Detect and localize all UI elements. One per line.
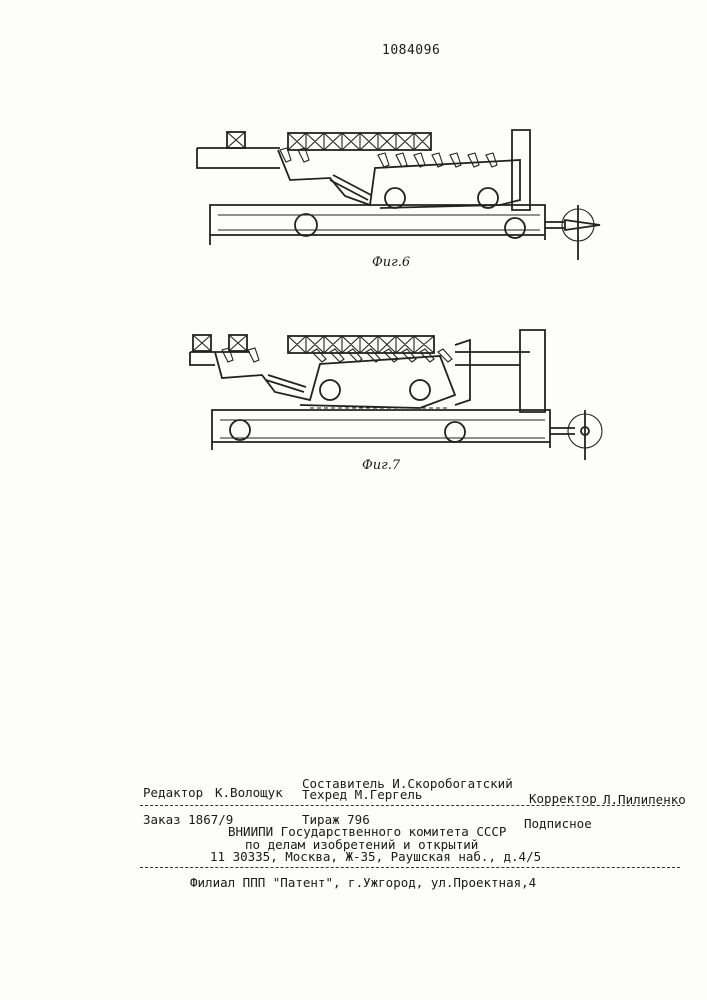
fig7-roller xyxy=(320,380,340,400)
organization-address: 11 30335, Москва, Ж-35, Раушская наб., д… xyxy=(210,851,541,864)
patent-number: 1084096 xyxy=(382,44,440,57)
figure-7-caption: Фиг.7 xyxy=(362,458,400,473)
fig7-frame xyxy=(212,410,550,450)
fig7-wheel xyxy=(230,420,250,440)
editor-name: К.Волощук xyxy=(215,787,283,800)
subscription-line: Подписное xyxy=(524,818,592,831)
figure-6-drawing xyxy=(0,120,707,260)
fig7-drive-rod xyxy=(550,428,575,434)
editor-label: Редактор xyxy=(143,787,203,800)
fig6-wheel xyxy=(295,214,317,236)
fig6-drive-tip xyxy=(565,205,600,260)
fig7-conveyor-rail xyxy=(190,352,530,365)
fig6-carriage-body xyxy=(278,150,520,208)
branch-line: Филиал ППП "Патент", г.Ужгород, ул.Проек… xyxy=(190,877,536,890)
fig6-link-arm xyxy=(330,175,371,200)
figure-6-caption: Фиг.6 xyxy=(372,255,410,270)
fig7-frame-inner xyxy=(220,420,545,438)
order-line: Заказ 1867/9 xyxy=(143,814,233,827)
figure-7-drawing xyxy=(0,320,707,460)
fig7-roller xyxy=(410,380,430,400)
fig7-stop-plate xyxy=(455,340,470,405)
fig6-end-stop xyxy=(512,130,530,210)
corrector-label: Корректор xyxy=(529,793,597,806)
fig7-end-post xyxy=(520,330,545,412)
colophon-divider-bottom xyxy=(140,867,680,868)
colophon-divider xyxy=(140,805,680,806)
techred-line: Техред М.Гергель xyxy=(302,789,422,802)
fig6-frame-inner xyxy=(218,215,540,230)
fig6-conveyor-rail xyxy=(197,148,280,168)
fig7-wheel xyxy=(445,422,465,442)
fig7-crate-row xyxy=(193,335,434,353)
fig6-frame xyxy=(210,205,545,245)
